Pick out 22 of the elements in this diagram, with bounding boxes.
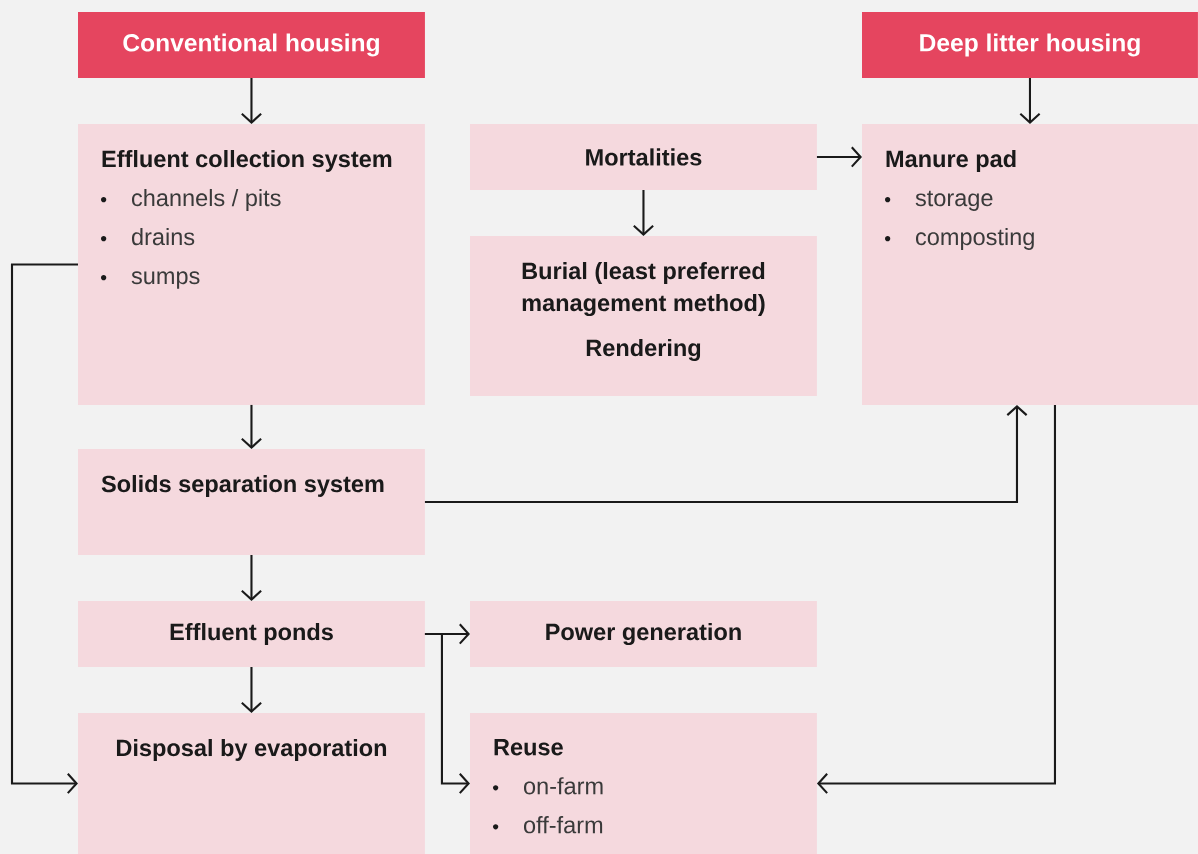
process-box: Effluent ponds bbox=[78, 601, 425, 667]
header-box: Conventional housing bbox=[78, 12, 425, 78]
arrow bbox=[241, 554, 262, 601]
arrow bbox=[10, 263, 78, 794]
process-box: Manure pad storage composting bbox=[862, 124, 1198, 405]
arrow bbox=[424, 632, 470, 794]
arrow bbox=[816, 146, 862, 168]
process-box: Disposal by evaporation bbox=[78, 713, 425, 854]
process-box: Burial (least preferred management method) Rendering bbox=[470, 236, 817, 396]
process-box: Power generation bbox=[470, 601, 817, 667]
arrow bbox=[241, 404, 262, 449]
process-box: Solids separation system bbox=[78, 449, 425, 555]
arrow bbox=[241, 78, 262, 124]
arrow bbox=[424, 404, 1028, 504]
arrow bbox=[1019, 78, 1041, 124]
arrow bbox=[633, 190, 654, 236]
process-box: Reuse on-farm off-farm bbox=[470, 713, 817, 854]
process-box: Effluent collection system channels / pits drains sumps bbox=[78, 124, 425, 405]
header-box: Deep litter housing bbox=[862, 12, 1198, 78]
process-box: Mortalities bbox=[470, 124, 817, 190]
arrow bbox=[816, 404, 1057, 794]
arrow bbox=[241, 667, 262, 713]
